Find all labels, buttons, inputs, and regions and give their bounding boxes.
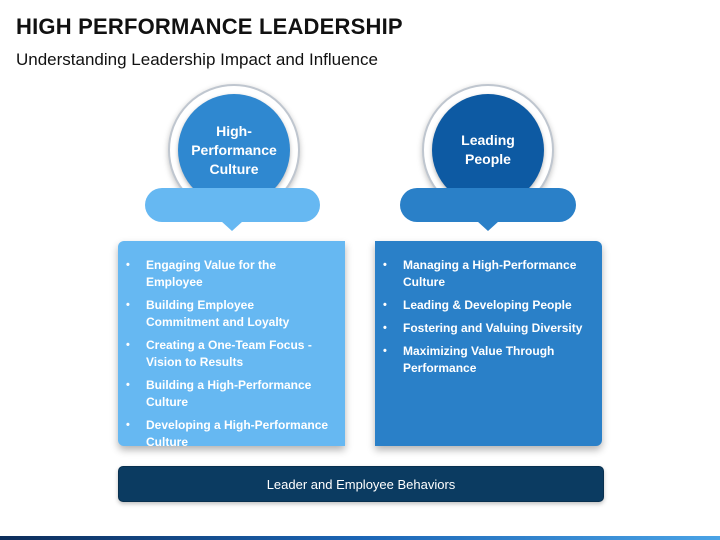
slide-title: HIGH PERFORMANCE LEADERSHIP xyxy=(16,14,403,39)
footer-label: Leader and Employee Behaviors xyxy=(266,476,456,492)
list-item: Building a High-Performance Culture xyxy=(126,377,329,411)
slide-subtitle: Understanding Leadership Impact and Infl… xyxy=(16,50,378,69)
culture-tab xyxy=(145,188,320,222)
footer-bar: Leader and Employee Behaviors xyxy=(118,466,604,502)
leading-people-list: Managing a High-Performance Culture Lead… xyxy=(375,241,602,377)
list-item: Creating a One-Team Focus - Vision to Re… xyxy=(126,337,329,371)
culture-list: Engaging Value for the Employee Building… xyxy=(118,241,345,451)
leading-people-circle-fill: Leading People xyxy=(432,94,544,206)
leading-people-circle-label: Leading People xyxy=(461,132,515,167)
culture-tab-pointer xyxy=(221,221,243,231)
bottom-accent-strip xyxy=(0,536,720,540)
list-item: Leading & Developing People xyxy=(383,297,586,314)
list-item: Engaging Value for the Employee xyxy=(126,257,329,291)
culture-panel: Engaging Value for the Employee Building… xyxy=(118,241,345,449)
leading-people-tab xyxy=(400,188,576,222)
list-item: Fostering and Valuing Diversity xyxy=(383,320,586,337)
list-item: Developing a High-Performance Culture xyxy=(126,417,329,451)
list-item: Building Employee Commitment and Loyalty xyxy=(126,297,329,331)
culture-circle-label: High- Performance Culture xyxy=(191,122,277,177)
leading-people-tab-pointer xyxy=(477,221,499,231)
leading-people-panel: Managing a High-Performance Culture Lead… xyxy=(375,241,602,446)
culture-circle: High- Performance Culture xyxy=(168,84,300,216)
list-item: Managing a High-Performance Culture xyxy=(383,257,586,291)
list-item: Maximizing Value Through Performance xyxy=(383,343,586,377)
culture-circle-fill: High- Performance Culture xyxy=(178,94,290,206)
